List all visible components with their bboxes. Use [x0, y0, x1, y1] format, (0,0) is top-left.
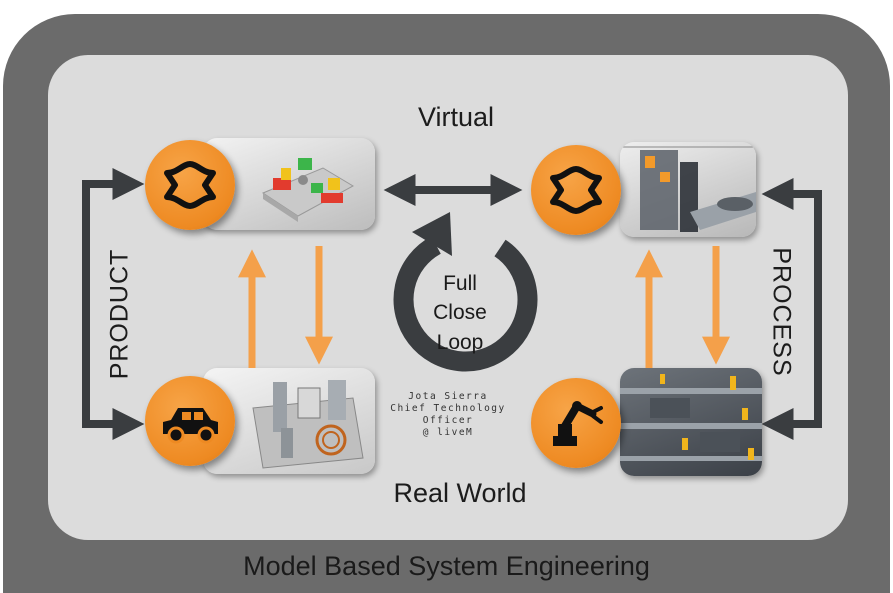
loop-arrowhead [412, 212, 452, 256]
virtual-label: Virtual [417, 102, 495, 132]
product-arrow-down [82, 180, 145, 440]
car-icon [163, 408, 218, 444]
process-virtual-node [531, 145, 621, 235]
loop-arc [393, 236, 538, 372]
loop-text-line-3: Loop [436, 331, 484, 354]
process-arrow-down [761, 350, 822, 440]
product-real-node [145, 376, 235, 466]
cad-fixture-graphic [261, 158, 355, 222]
loop-text-line-2: Close [433, 301, 487, 324]
credit-role-2: Officer [422, 415, 474, 426]
credit-role-1: Chief Technology [390, 403, 506, 414]
factory-floor-graphic [620, 374, 762, 461]
product-arrow-up [82, 168, 145, 250]
robot-arm-icon [553, 401, 603, 446]
product-virtual-node [145, 140, 235, 230]
virtual-factory-graphic [620, 146, 756, 232]
real-world-label: Real World [393, 478, 527, 508]
process-virtual-image [620, 142, 756, 237]
loop-text-line-1: Full [443, 272, 477, 295]
process-real-node [531, 378, 621, 468]
footer-title: Model Based System Engineering [243, 551, 650, 581]
physical-fixture-graphic [252, 380, 364, 469]
process-arrow-up [761, 178, 822, 428]
digital-twin-icon [550, 165, 602, 215]
credit-name: Jota Sierra [408, 391, 488, 402]
process-real-image [620, 368, 762, 476]
credit-handle: @ liveM [422, 427, 474, 438]
digital-twin-icon [164, 160, 216, 210]
